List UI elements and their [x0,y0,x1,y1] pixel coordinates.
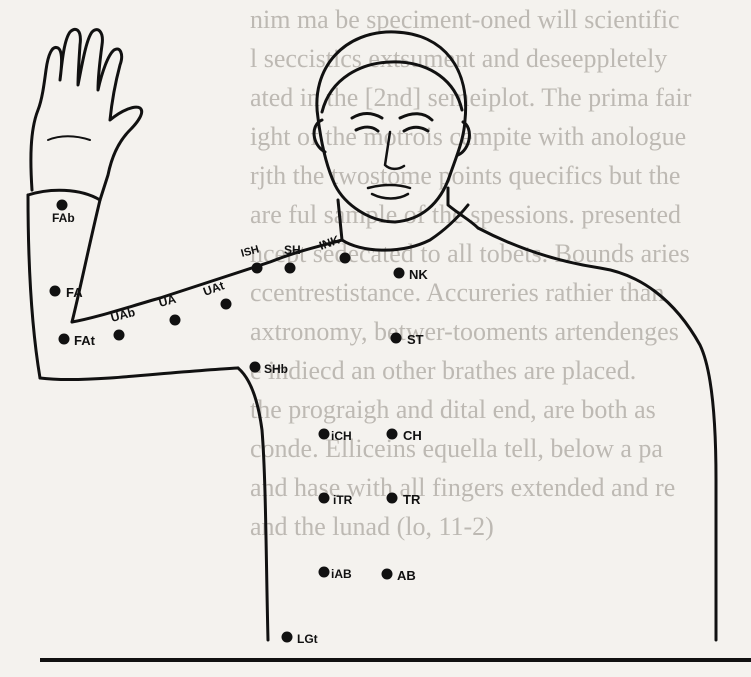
landmark-sh: SH [284,243,301,274]
landmark-dot [170,315,181,326]
landmark-lgt: LGt [282,632,318,647]
landmark-dot [50,286,61,297]
landmark-label: iCH [331,429,352,443]
landmark-dot [340,253,351,264]
landmark-shb: SHb [250,362,289,377]
landmark-ink: INK [317,232,350,263]
landmark-label: SH [284,243,301,257]
landmark-label: iAB [331,567,352,581]
landmark-ab: AB [382,568,416,583]
landmark-dot [250,362,261,373]
landmark-ch: CH [387,428,422,443]
left-torso-side [238,368,268,640]
landmark-label: iTR [333,493,353,507]
hand-crease [48,136,90,140]
landmark-label: TR [403,492,421,507]
landmark-label: UAb [109,305,136,325]
eyebrow-right [400,114,432,120]
landmark-dot [394,268,405,279]
forearm-inner [72,200,100,322]
landmark-dot [319,567,330,578]
right-shoulder [478,228,716,640]
landmark-label: FAt [74,333,96,348]
landmark-itr: iTR [319,493,353,508]
landmark-label: FAb [52,211,75,225]
landmark-label: SHb [264,362,288,376]
landmark-dot [387,429,398,440]
landmark-fat: FAt [59,333,96,348]
landmark-dot [57,200,68,211]
mouth [368,185,410,199]
landmark-dot [319,493,330,504]
landmark-dot [382,569,393,580]
landmark-nk: NK [394,267,429,282]
landmark-fab: FAb [52,200,75,226]
landmark-uat: UAt [201,278,231,309]
landmark-dot [221,299,232,310]
neck-left [338,200,342,240]
hand-outline [31,29,142,200]
landmark-label: ISH [240,244,261,260]
landmark-dot [387,493,398,504]
bottom-rule [40,658,751,662]
arm-underside [40,368,238,380]
landmark-ich: iCH [319,429,352,444]
landmark-label: CH [403,428,422,443]
landmark-fa: FA [50,285,84,300]
eye-left [356,127,378,131]
hair-outline [322,62,462,112]
landmark-label: ST [407,332,424,347]
landmark-dot [252,263,263,274]
landmark-label: AB [397,568,416,583]
landmark-st: ST [391,332,424,347]
eye-right [404,127,428,131]
landmark-label: UAt [201,278,226,298]
landmark-dot [59,334,70,345]
cuff-line [28,190,100,200]
figure-outline [28,29,716,640]
landmark-ua: UA [157,292,180,326]
landmark-label: LGt [297,632,318,646]
landmark-label: INK [317,232,342,252]
eyebrow-left [352,114,382,119]
landmark-dot [391,333,402,344]
landmark-label: NK [409,267,428,282]
landmark-dot [114,330,125,341]
landmark-tr: TR [387,492,421,507]
landmark-dot [282,632,293,643]
nose [385,132,404,169]
forearm-outer [28,195,40,378]
landmark-uab: UAb [109,305,136,341]
landmark-dot [285,263,296,274]
landmark-iab: iAB [319,567,353,582]
landmark-dot [319,429,330,440]
landmark-label: FA [66,285,83,300]
